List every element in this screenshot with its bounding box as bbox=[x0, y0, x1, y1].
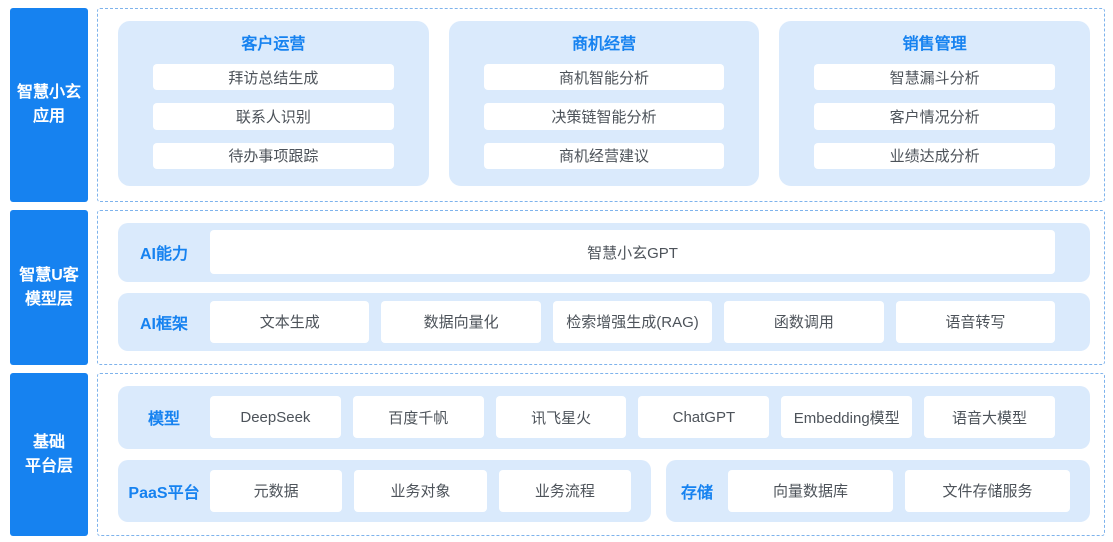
group-card-opportunity: 商机经营 商机智能分析 决策链智能分析 商机经营建议 bbox=[448, 21, 760, 186]
band-pills: 文本生成 数据向量化 检索增强生成(RAG) 函数调用 语音转写 bbox=[210, 300, 1056, 343]
capability-pill: 智慧小玄GPT bbox=[210, 230, 1055, 275]
layer-label-line: 基础 bbox=[32, 433, 65, 451]
feature-pill: 联系人识别 bbox=[153, 103, 394, 130]
model-pill: ChatGPT bbox=[638, 396, 770, 439]
feature-pill: 智慧漏斗分析 bbox=[814, 64, 1056, 91]
layer-row-model: 智慧U客 模型层 AI能力 智慧小玄GPT AI框架 文本生成 数据向量化 检索… bbox=[10, 210, 1105, 365]
layer-app-content: 客户运营 拜访总结生成 联系人识别 待办事项跟踪 商机经营 商机智能分析 决策链… bbox=[97, 8, 1105, 202]
band-label: AI能力 bbox=[139, 246, 188, 264]
feature-pill: 商机智能分析 bbox=[483, 64, 725, 91]
layer-row-app: 智慧小玄 应用 客户运营 拜访总结生成 联系人识别 待办事项跟踪 商机经营 商机… bbox=[10, 8, 1105, 202]
group-title: 商机经营 bbox=[572, 36, 637, 53]
layer-label-app: 智慧小玄 应用 bbox=[10, 8, 88, 202]
band-pills: 向量数据库 文件存储服务 bbox=[728, 469, 1070, 512]
feature-pill: 决策链智能分析 bbox=[483, 103, 725, 130]
layer-label-model: 智慧U客 模型层 bbox=[10, 210, 88, 365]
group-title: 销售管理 bbox=[902, 36, 967, 53]
band-storage: 存储 向量数据库 文件存储服务 bbox=[666, 459, 1090, 522]
framework-pill: 文本生成 bbox=[210, 300, 370, 343]
layer-label-line: 智慧U客 bbox=[19, 266, 79, 284]
paas-pill: 业务流程 bbox=[498, 469, 632, 512]
framework-pill: 数据向量化 bbox=[381, 300, 541, 343]
band-label: 存储 bbox=[681, 484, 714, 502]
layer-label-line: 智慧小玄 bbox=[16, 84, 81, 101]
model-pill: 百度千帆 bbox=[352, 396, 484, 439]
storage-pill: 文件存储服务 bbox=[905, 469, 1070, 512]
band-pills: 元数据 业务对象 业务流程 bbox=[210, 469, 632, 512]
framework-pill: 语音转写 bbox=[895, 300, 1056, 343]
model-pill: 讯飞星火 bbox=[495, 396, 627, 439]
paas-pill: 业务对象 bbox=[354, 469, 487, 512]
layer-platform-content: 模型 DeepSeek 百度千帆 讯飞星火 ChatGPT Embedding模… bbox=[97, 373, 1105, 536]
layer-row-platform: 基础 平台层 模型 DeepSeek 百度千帆 讯飞星火 ChatGPT Emb… bbox=[10, 373, 1105, 536]
feature-pill: 商机经营建议 bbox=[483, 142, 725, 169]
feature-pill: 待办事项跟踪 bbox=[153, 142, 394, 169]
model-pill: Embedding模型 bbox=[781, 396, 913, 439]
model-pill: DeepSeek bbox=[210, 396, 341, 439]
model-pill: 语音大模型 bbox=[924, 396, 1055, 439]
framework-pill: 检索增强生成(RAG) bbox=[552, 300, 713, 343]
band-pills: DeepSeek 百度千帆 讯飞星火 ChatGPT Embedding模型 语… bbox=[210, 396, 1055, 439]
band-ai-capability: AI能力 智慧小玄GPT bbox=[118, 223, 1090, 282]
band-paas: PaaS平台 元数据 业务对象 业务流程 bbox=[118, 459, 652, 522]
framework-pill: 函数调用 bbox=[724, 300, 884, 343]
band-label: PaaS平台 bbox=[128, 484, 200, 502]
band-row-paas-storage: PaaS平台 元数据 业务对象 业务流程 存储 向量数据库 文件存储服务 bbox=[118, 459, 1090, 522]
layer-model-content: AI能力 智慧小玄GPT AI框架 文本生成 数据向量化 检索增强生成(RAG)… bbox=[97, 210, 1105, 365]
band-label: 模型 bbox=[147, 411, 180, 429]
layer-label-line: 应用 bbox=[32, 108, 65, 125]
paas-pill: 元数据 bbox=[210, 469, 343, 512]
layer-label-line: 平台层 bbox=[24, 457, 73, 475]
band-label: AI框架 bbox=[139, 315, 188, 333]
layer-label-line: 模型层 bbox=[24, 290, 73, 308]
storage-pill: 向量数据库 bbox=[728, 469, 894, 512]
feature-pill: 拜访总结生成 bbox=[153, 64, 394, 91]
band-models: 模型 DeepSeek 百度千帆 讯飞星火 ChatGPT Embedding模… bbox=[118, 386, 1090, 449]
band-pills: 智慧小玄GPT bbox=[210, 230, 1055, 275]
group-card-sales-mgmt: 销售管理 智慧漏斗分析 客户情况分析 业绩达成分析 bbox=[779, 21, 1091, 186]
group-title: 客户运营 bbox=[241, 36, 306, 53]
feature-pill: 客户情况分析 bbox=[814, 103, 1056, 130]
group-card-customer-ops: 客户运营 拜访总结生成 联系人识别 待办事项跟踪 bbox=[118, 21, 429, 186]
layer-label-platform: 基础 平台层 bbox=[10, 373, 88, 536]
band-ai-framework: AI框架 文本生成 数据向量化 检索增强生成(RAG) 函数调用 语音转写 bbox=[118, 292, 1090, 351]
feature-pill: 业绩达成分析 bbox=[814, 142, 1056, 169]
